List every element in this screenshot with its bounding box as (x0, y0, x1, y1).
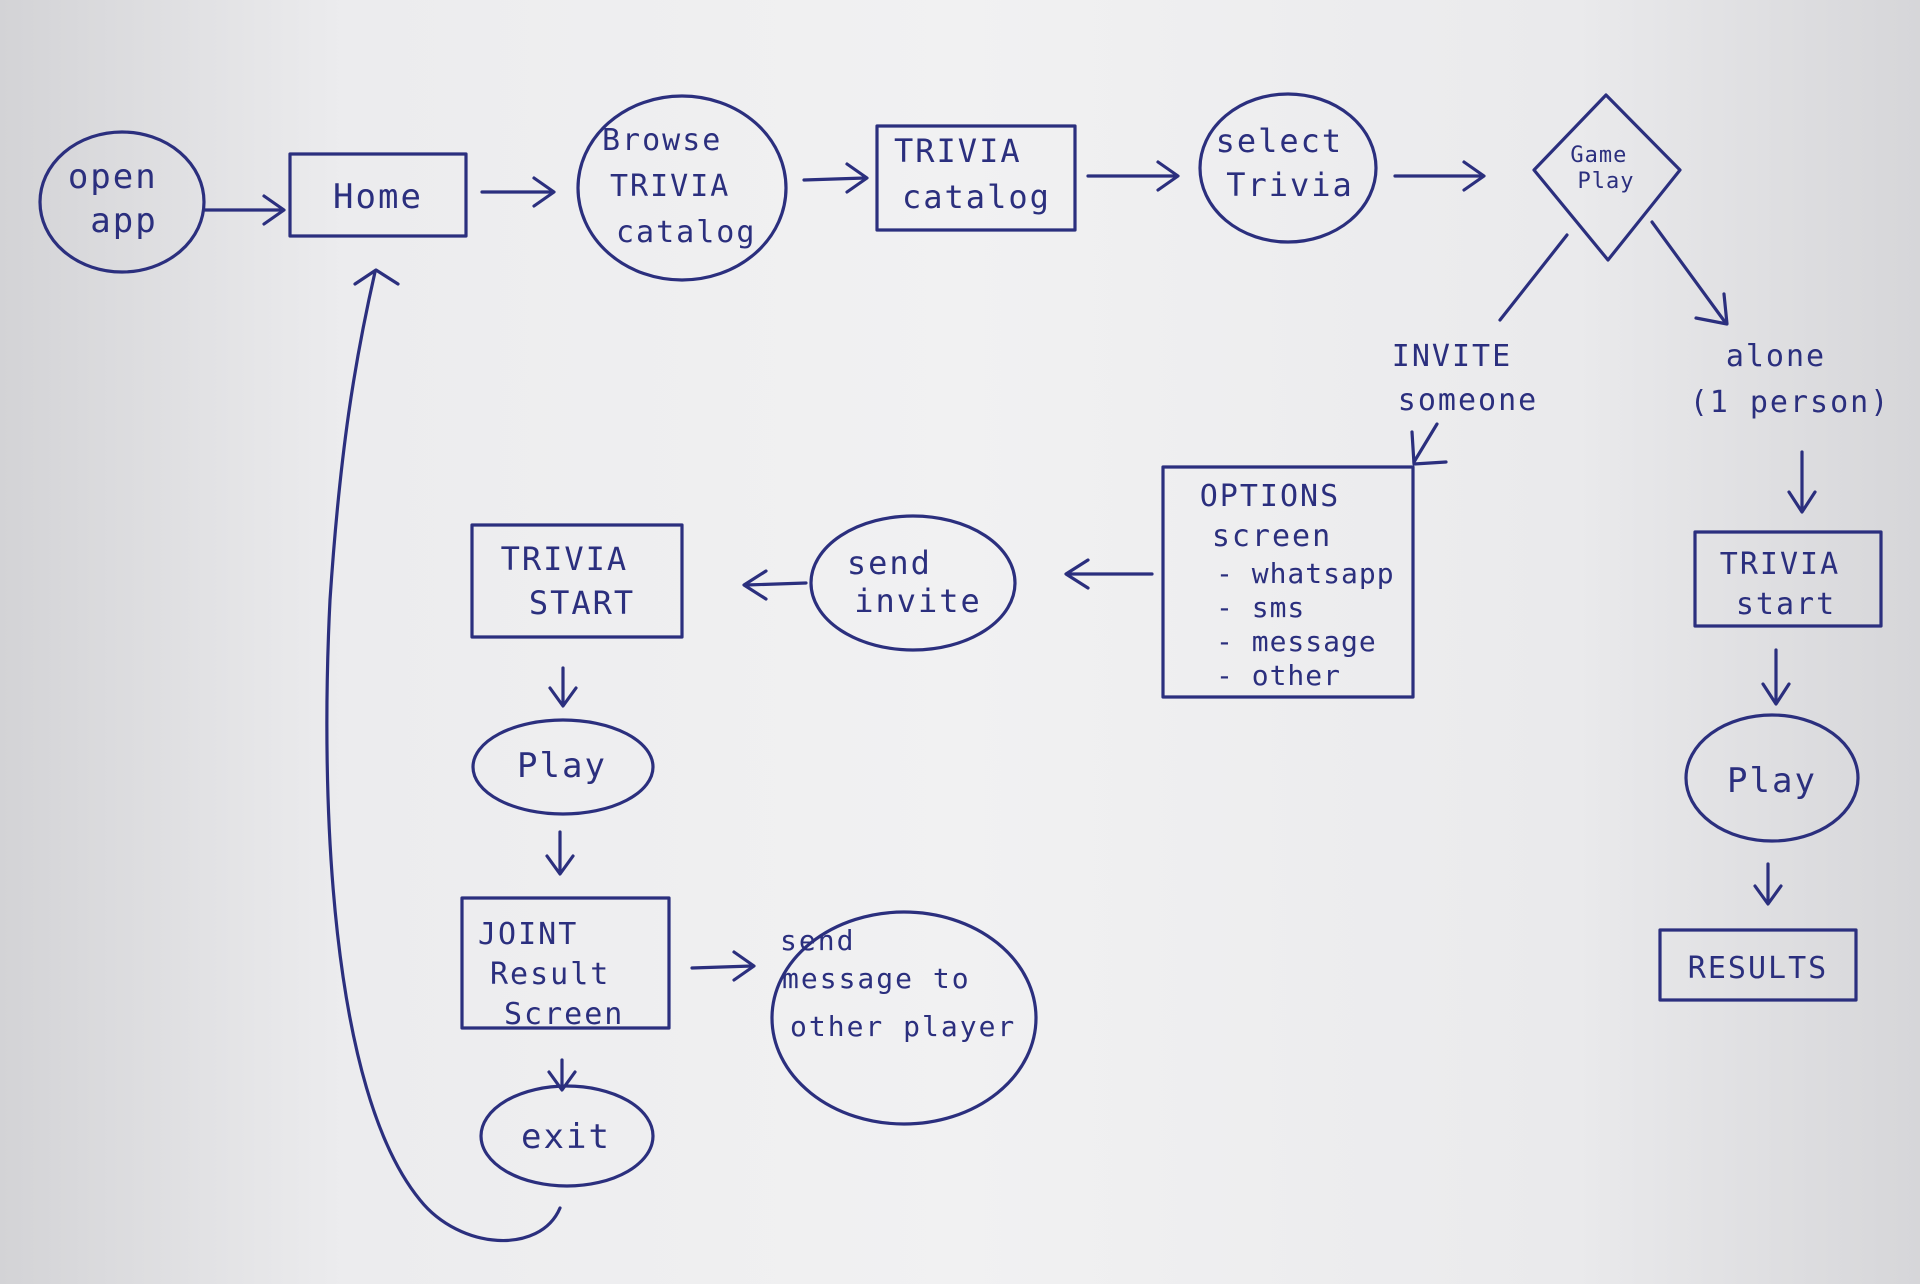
options-list: - whatsapp - sms - message - other (1216, 557, 1412, 692)
option-whatsapp: - whatsapp (1216, 557, 1395, 590)
send-message-line-2: message to (782, 962, 971, 995)
trivia-start-left-node (470, 523, 684, 639)
open-app-line-2: app (90, 201, 157, 241)
home-label: Home (333, 177, 423, 217)
arrow-joint-result-to-exit (547, 1058, 577, 1092)
arrow-trivia-start-to-play-right (1761, 648, 1791, 706)
home-node (288, 152, 468, 238)
game-play-decision-node (1532, 93, 1682, 262)
trivia-start-right-line-1: TRIVIA (1720, 547, 1840, 582)
arrow-send-invite-to-trivia-start (742, 569, 808, 601)
exit-node (479, 1084, 655, 1188)
arrow-trivia-start-to-play (548, 666, 578, 708)
trivia-start-right-label: TRIVIA start (1720, 547, 1860, 622)
game-play-line-2: Play (1578, 169, 1635, 194)
arrow-options-to-send-invite (1064, 558, 1154, 590)
trivia-start-right-node (1693, 530, 1883, 628)
alone-label: alone (1 person) (1690, 339, 1891, 420)
arrow-open-to-home (203, 194, 286, 226)
options-screen-line-2: screen (1212, 519, 1332, 554)
send-message-line-3: other player (790, 1010, 1016, 1043)
trivia-start-right-line-2: start (1736, 587, 1836, 622)
play-right-label: Play (1727, 761, 1817, 801)
options-screen-line-1: OPTIONS (1200, 479, 1340, 514)
browse-line-1: Browse (602, 123, 722, 158)
send-message-node (770, 910, 1038, 1126)
send-invite-line-1: send (847, 544, 932, 582)
trivia-start-left-label: TRIVIA START (501, 540, 650, 622)
arrow-home-to-browse (480, 176, 556, 208)
joint-result-line-2: Result (490, 957, 610, 992)
arrow-play-to-joint-result (545, 830, 575, 876)
browse-trivia-catalog-node (576, 94, 788, 282)
exit-label: exit (521, 1117, 611, 1157)
alone-line-1: alone (1726, 339, 1826, 374)
option-message: - message (1216, 625, 1377, 658)
arrow-browse-to-catalog (802, 162, 869, 194)
browse-line-2: TRIVIA (610, 169, 730, 204)
arrow-gameplay-to-invite (1498, 233, 1569, 322)
results-label: RESULTS (1688, 951, 1828, 986)
open-app-label: open app (68, 157, 180, 241)
play-left-node (471, 718, 655, 816)
options-screen-node (1161, 465, 1415, 699)
joint-result-label: JOINT Result Screen (478, 917, 630, 1032)
invite-someone-line-1: INVITE (1392, 339, 1512, 374)
select-trivia-label: select Trivia (1216, 122, 1365, 204)
send-message-line-1: send (780, 924, 855, 957)
arrow-catalog-to-select (1086, 160, 1180, 192)
send-invite-label: send invite (847, 544, 982, 620)
arrow-gameplay-to-alone (1650, 220, 1729, 326)
game-play-line-1: Game (1570, 143, 1627, 168)
arrow-exit-back-to-home (325, 268, 562, 1242)
game-play-label: Game Play (1570, 143, 1641, 194)
arrow-alone-to-trivia-start (1787, 450, 1817, 514)
play-right-node (1684, 713, 1860, 843)
joint-result-line-1: JOINT (478, 917, 578, 952)
arrow-invite-to-options (1410, 422, 1448, 466)
options-screen-title: OPTIONS screen (1200, 479, 1361, 554)
option-sms: - sms (1216, 591, 1305, 624)
home-line-1: Home (333, 177, 423, 217)
select-trivia-line-2: Trivia (1226, 166, 1354, 204)
send-message-label: send message to other player (780, 924, 1016, 1043)
arrow-select-to-gameplay (1393, 160, 1486, 192)
arrow-joint-result-to-send-message (690, 950, 756, 982)
exit-line-1: exit (521, 1117, 611, 1157)
trivia-catalog-label: TRIVIA catalog (894, 132, 1051, 216)
browse-label: Browse TRIVIA catalog (602, 123, 756, 250)
trivia-catalog-node (875, 124, 1077, 232)
select-trivia-line-1: select (1216, 122, 1344, 160)
play-right-line-1: Play (1727, 761, 1817, 801)
trivia-start-left-line-1: TRIVIA (501, 540, 629, 578)
trivia-start-left-line-2: START (529, 584, 635, 622)
send-invite-node (809, 514, 1017, 652)
select-trivia-node (1198, 92, 1378, 244)
open-app-node (38, 130, 206, 274)
play-left-line-1: Play (517, 746, 607, 786)
results-line-1: RESULTS (1688, 951, 1828, 986)
trivia-catalog-line-2: catalog (902, 178, 1051, 216)
arrow-play-right-to-results (1753, 862, 1783, 906)
browse-line-3: catalog (616, 215, 756, 250)
play-left-label: Play (517, 746, 607, 786)
trivia-catalog-line-1: TRIVIA (894, 132, 1022, 170)
option-other: - other (1216, 659, 1341, 692)
open-app-line-1: open (68, 157, 158, 197)
send-invite-line-2: invite (854, 582, 982, 620)
alone-line-2: (1 person) (1690, 385, 1891, 420)
results-node (1658, 928, 1858, 1002)
invite-someone-line-2: someone (1398, 383, 1538, 418)
joint-result-screen-node (460, 896, 671, 1030)
joint-result-line-3: Screen (504, 997, 624, 1032)
invite-someone-label: INVITE someone (1392, 339, 1538, 418)
